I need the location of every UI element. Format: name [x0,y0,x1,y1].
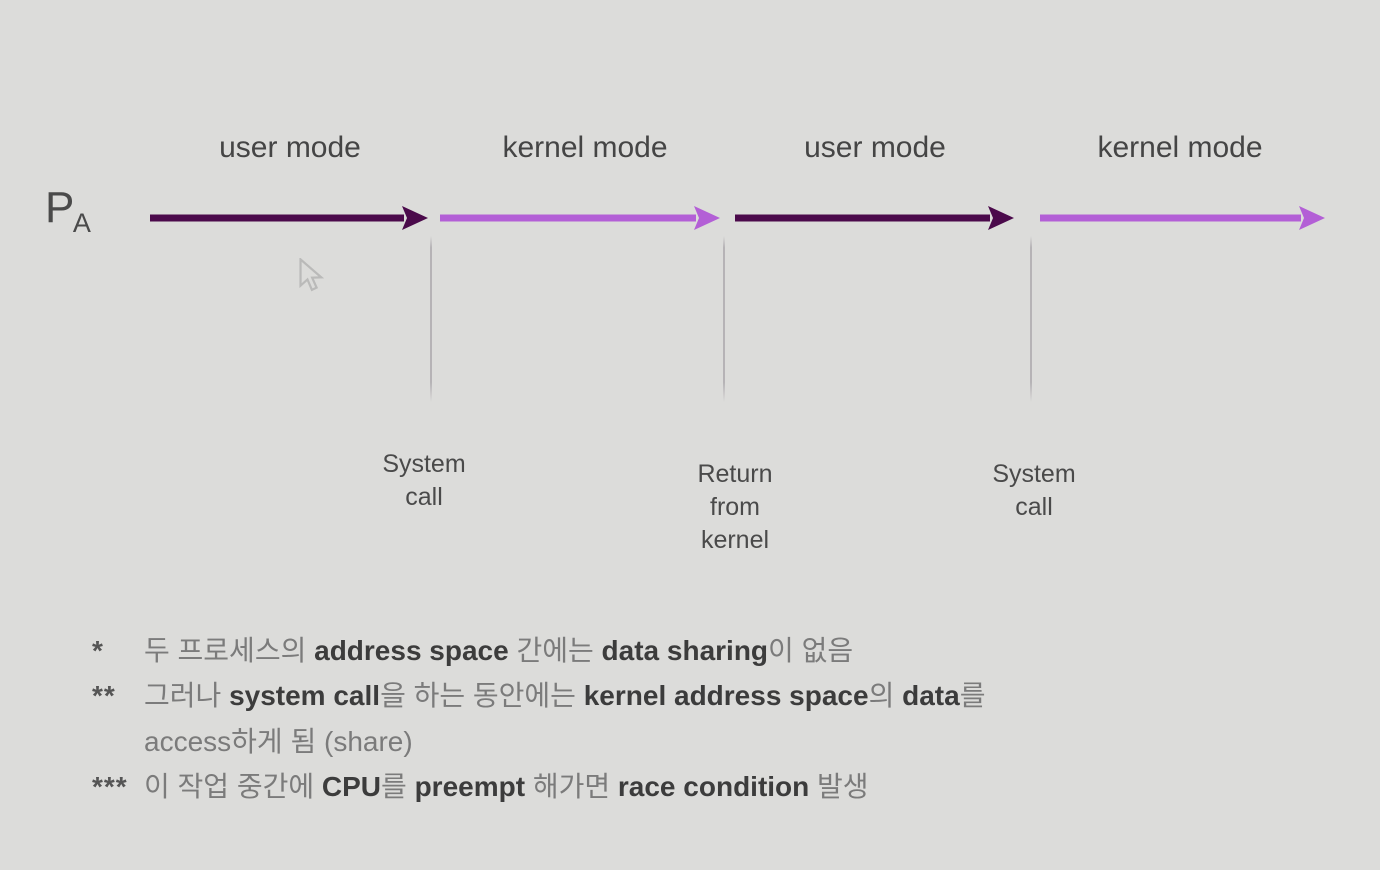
note-term: preempt [414,771,526,803]
mode-label-kernel-2: kernel mode [1097,131,1263,164]
timeline-arrow-kernel-1 [440,205,720,231]
note-item: * 두 프로세스의 address space 간에는 data sharing이… [92,628,1352,673]
note-term: system call [229,680,381,712]
mouse-pointer-icon [296,256,330,294]
note-term: data [902,680,960,712]
note-text: 발생 [809,771,869,803]
event-label-return-from-kernel: Return from kernel [697,460,773,554]
divider-return-from-kernel [723,236,725,402]
note-continuation: access하게 됨 (share) [92,719,1352,764]
note-text: 이 없음 [768,635,854,666]
note-text: 간에는 [508,635,602,666]
note-text: 의 [868,680,903,712]
note-body: 두 프로세스의 address space 간에는 data sharing이 … [144,628,1352,673]
note-text: 을 하는 동안에는 [380,680,584,712]
divider-system-call-1 [430,236,432,402]
note-text: 를 [959,680,986,712]
note-term: access [144,725,232,757]
mode-label-kernel-1: kernel mode [502,131,668,164]
process-label: PA [45,186,91,237]
note-text: 를 [381,771,415,803]
timeline-arrow-user-1 [150,205,428,231]
note-marker: ** [92,680,116,712]
process-label-subscript: A [72,207,92,238]
event-label-system-call-2: System call [992,460,1076,521]
timeline-arrow-user-2 [735,205,1014,231]
note-text: 이 작업 중간에 [144,771,322,803]
note-term: (share) [324,725,413,757]
timeline-arrow-kernel-2 [1040,205,1325,231]
note-text: 두 프로세스의 [144,635,315,666]
notes-block: *두 프로세스의 address space 간에는 data sharing이… [92,628,1352,809]
event-label-system-call-1: System call [382,450,466,511]
note-body: 이 작업 중간에 CPU를 preempt 해가면 race condition… [144,764,1352,809]
note-term: address space [314,635,509,666]
divider-system-call-2 [1030,236,1032,402]
note-marker: *** [92,771,128,803]
note-text: 그러나 [144,680,230,712]
mode-label-user-2: user mode [804,131,946,164]
note-text: 해가면 [525,771,618,803]
mode-label-user-1: user mode [219,131,361,164]
note-item: *** 이 작업 중간에 CPU를 preempt 해가면 race condit… [92,764,1352,809]
process-label-base: P [45,183,75,232]
mode-transition-diagram: PA user mode kernel mode user mode kerne… [45,131,1325,554]
note-term: race condition [617,771,810,803]
note-body: 그러나 system call을 하는 동안에는 kernel address … [144,673,1352,718]
note-item: ** 그러나 system call을 하는 동안에는 kernel addres… [92,673,1352,718]
note-text: 하게 됨 [231,725,324,757]
note-term: data sharing [601,635,769,666]
note-term: CPU [321,771,382,803]
note-term: kernel address space [583,680,869,712]
note-marker: * [92,635,104,666]
